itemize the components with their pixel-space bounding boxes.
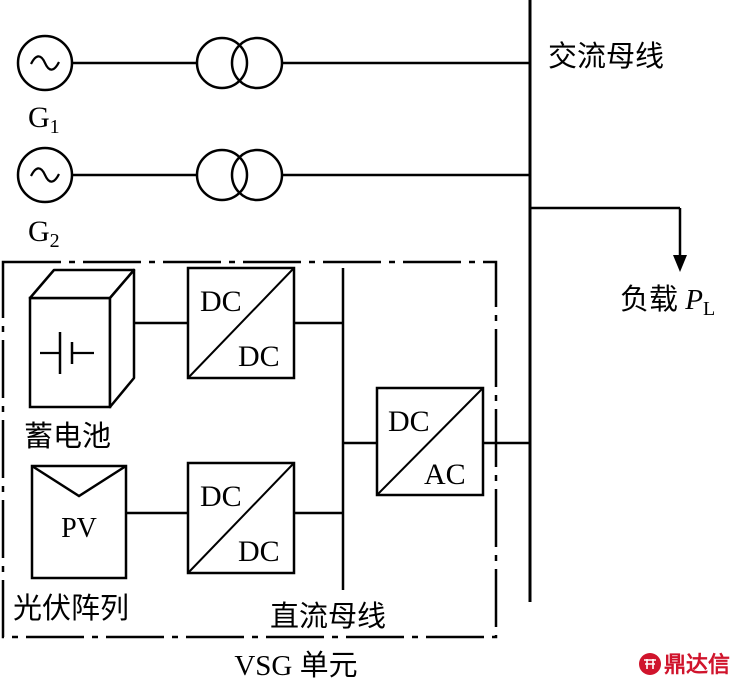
battery-dcdc-top: DC [200, 285, 242, 318]
transformer-1-winding-b [230, 36, 284, 90]
transformer-2-winding-a [195, 148, 249, 202]
load-arrow-head [673, 255, 687, 272]
ac-bus-label: 交流母线 [548, 40, 664, 73]
dc-bus-label: 直流母线 [270, 600, 386, 633]
battery [28, 268, 136, 409]
ac-source-symbol [30, 167, 60, 183]
load-label: 负载 PL [620, 283, 715, 320]
battery-side-face [108, 268, 136, 409]
pv-dcdc-converter: DC DC [186, 461, 296, 575]
pv-array-label: 光伏阵列 [13, 592, 129, 625]
pv-panel: PV [30, 464, 128, 580]
pv-panel-box [30, 464, 128, 580]
load-branch: 负载 PL [530, 206, 715, 320]
generator-1-label: G1 [28, 101, 60, 138]
battery-dcdc-bottom: DC [238, 340, 280, 373]
generator-1: G1 [16, 34, 530, 138]
inverter: DC AC [375, 386, 485, 497]
battery-dcdc-diagonal [187, 267, 295, 379]
pv-dcdc-diagonal [187, 462, 295, 574]
pv-panel-text: PV [61, 513, 97, 544]
inverter-top: DC [388, 405, 430, 438]
inverter-bottom: AC [424, 458, 466, 491]
inverter-diagonal [376, 387, 484, 496]
vsg-unit-boundary [1, 260, 498, 639]
watermark-icon-mark [644, 659, 656, 669]
battery-label: 蓄电池 [24, 420, 111, 453]
watermark-logo: 鼎达信 [639, 652, 730, 678]
battery-dcdc-converter: DC DC [186, 266, 296, 380]
transformer-2-winding-b [230, 148, 284, 202]
ac-source-symbol [30, 55, 60, 71]
watermark-text: 鼎达信 [664, 652, 730, 678]
pv-dcdc-top: DC [200, 480, 242, 513]
vsg-unit-label: VSG 单元 [234, 649, 357, 682]
pv-dcdc-bottom: DC [238, 535, 280, 568]
transformer-1-winding-a [195, 36, 249, 90]
pv-panel-chevron [31, 464, 127, 498]
generator-2: G2 [16, 146, 530, 252]
generator-2-label: G2 [28, 215, 60, 252]
